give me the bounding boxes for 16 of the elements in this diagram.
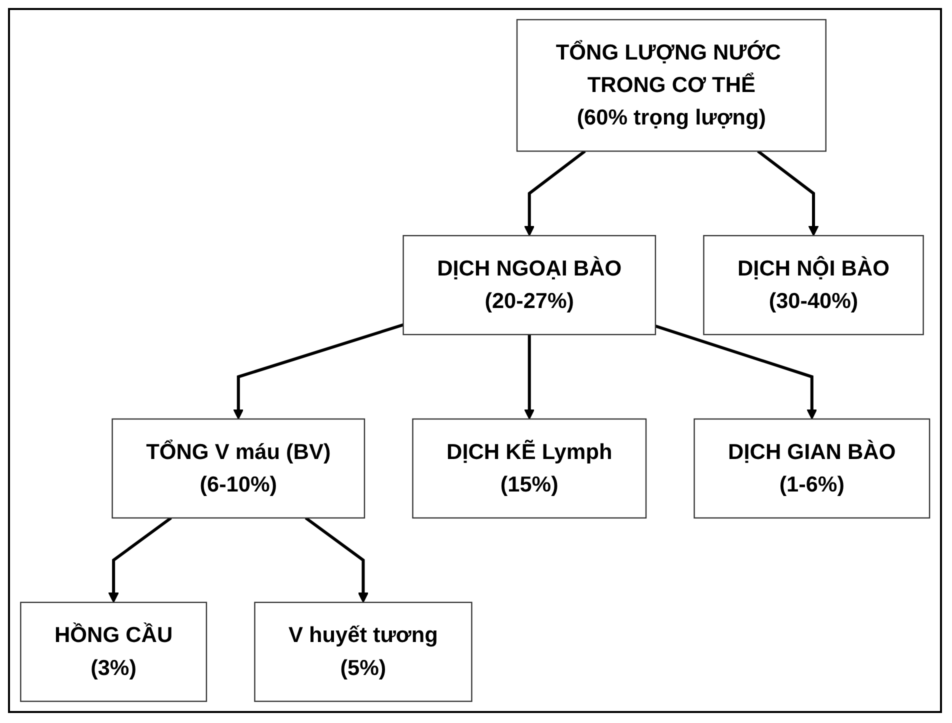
node-box [703, 235, 924, 336]
node-box [254, 602, 472, 702]
node-box [20, 602, 207, 702]
arrow [654, 324, 818, 420]
arrow [756, 150, 819, 236]
node-box [112, 418, 365, 519]
node-box [402, 235, 656, 336]
node-box [694, 418, 930, 519]
node-box [412, 418, 646, 519]
arrow [524, 334, 535, 420]
arrow [524, 150, 586, 236]
node-box [516, 19, 826, 152]
arrow [232, 323, 404, 420]
arrow [108, 516, 172, 603]
arrow [304, 516, 368, 603]
diagram-frame: TỔNG LƯỢNG NƯỚC TRONG CƠ THỂ (60% trọng lượng) DỊCH NGOẠI BÀO (20-27%) DỊCH NỘI BÀO (30-40%) TỔNG V máu (BV) (6-10%) DỊCH KẼ Lymph (15%) DỊCH GIAN BÀO (1-6%) HỒNG CẦU (3%) V huyết tương (5%) [8, 8, 942, 713]
